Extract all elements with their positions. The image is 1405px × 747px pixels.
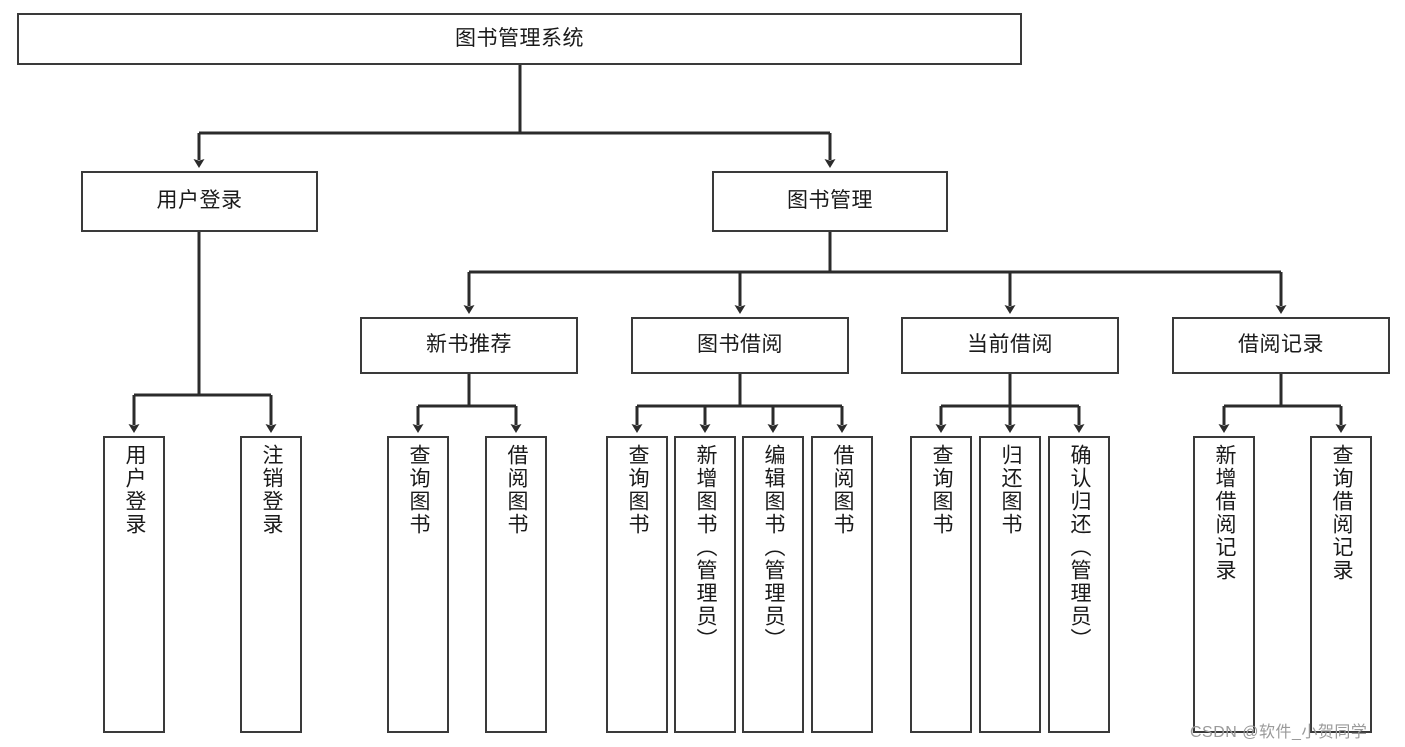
leaf-user-login[interactable]: 用户登录 (103, 436, 165, 733)
node-borrow-record-label: 借阅记录 (1238, 333, 1324, 357)
leaf-confirm-return-label: 确认归还（管理员） (1068, 444, 1092, 651)
leaf-query-record-label: 查询借阅记录 (1330, 444, 1354, 582)
leaf-edit-book[interactable]: 编辑图书（管理员） (742, 436, 804, 733)
leaf-add-book[interactable]: 新增图书（管理员） (674, 436, 736, 733)
leaf-query-book-1[interactable]: 查询图书 (387, 436, 449, 733)
leaf-add-record[interactable]: 新增借阅记录 (1193, 436, 1255, 733)
node-book-borrow-label: 图书借阅 (697, 333, 783, 357)
node-borrow-record[interactable]: 借阅记录 (1172, 317, 1390, 374)
node-book-manage[interactable]: 图书管理 (712, 171, 948, 232)
leaf-query-book-3-label: 查询图书 (930, 444, 954, 536)
leaf-add-book-label: 新增图书（管理员） (694, 444, 718, 651)
leaf-return-book-label: 归还图书 (999, 444, 1023, 536)
node-new-book-rec[interactable]: 新书推荐 (360, 317, 578, 374)
node-current-borrow[interactable]: 当前借阅 (901, 317, 1119, 374)
leaf-query-book-2[interactable]: 查询图书 (606, 436, 668, 733)
leaf-add-record-label: 新增借阅记录 (1213, 444, 1237, 582)
leaf-borrow-book-1[interactable]: 借阅图书 (485, 436, 547, 733)
node-book-borrow[interactable]: 图书借阅 (631, 317, 849, 374)
node-root-label: 图书管理系统 (455, 26, 584, 50)
watermark: CSDN @软件_小贺同学 (1190, 724, 1368, 741)
leaf-borrow-book-1-label: 借阅图书 (505, 444, 529, 536)
node-new-book-rec-label: 新书推荐 (426, 333, 512, 357)
leaf-confirm-return[interactable]: 确认归还（管理员） (1048, 436, 1110, 733)
leaf-query-book-1-label: 查询图书 (407, 444, 431, 536)
node-book-manage-label: 图书管理 (787, 189, 873, 213)
leaf-borrow-book-2[interactable]: 借阅图书 (811, 436, 873, 733)
leaf-user-login-label: 用户登录 (123, 444, 147, 536)
leaf-query-record[interactable]: 查询借阅记录 (1310, 436, 1372, 733)
leaf-borrow-book-2-label: 借阅图书 (831, 444, 855, 536)
leaf-logout[interactable]: 注销登录 (240, 436, 302, 733)
node-current-borrow-label: 当前借阅 (967, 333, 1053, 357)
leaf-logout-label: 注销登录 (260, 444, 284, 536)
leaf-query-book-3[interactable]: 查询图书 (910, 436, 972, 733)
node-user-login-label: 用户登录 (156, 189, 243, 213)
leaf-return-book[interactable]: 归还图书 (979, 436, 1041, 733)
leaf-query-book-2-label: 查询图书 (626, 444, 650, 536)
leaf-edit-book-label: 编辑图书（管理员） (762, 444, 786, 651)
node-root[interactable]: 图书管理系统 (17, 13, 1022, 65)
node-user-login[interactable]: 用户登录 (81, 171, 318, 232)
